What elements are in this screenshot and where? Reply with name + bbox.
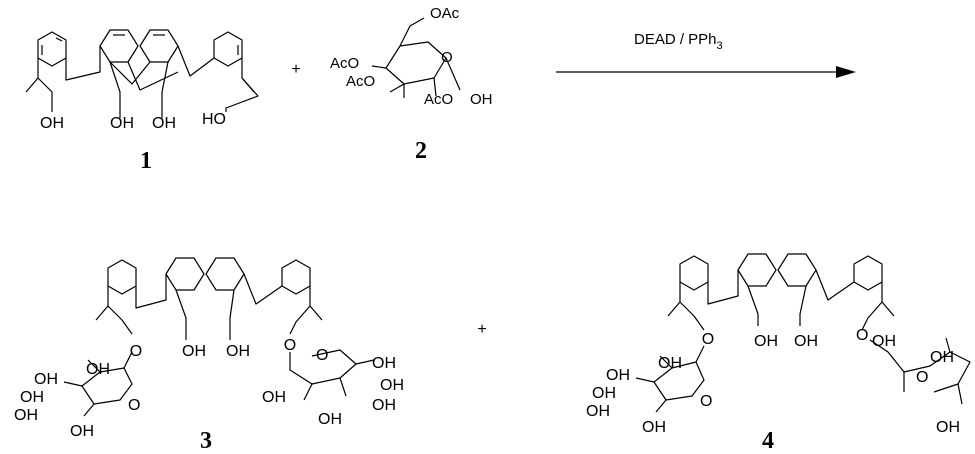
compound-1-hydroxyl-2: OH — [110, 115, 134, 132]
compound-4-label-4: O — [856, 327, 868, 344]
compound-4-number: 4 — [762, 428, 774, 454]
compound-3-label-7: OH — [20, 389, 44, 406]
compound-2-structure — [371, 17, 461, 98]
compound-2-number: 2 — [415, 138, 427, 164]
compound-1-hydroxyl-1: OH — [40, 115, 64, 132]
compound-3-label-13: OH — [372, 397, 396, 414]
compound-3-label-15: O — [316, 347, 328, 364]
plus-sign-top: + — [291, 61, 300, 78]
compound-4-label-8: OH — [586, 403, 610, 420]
compound-1-structure — [25, 29, 259, 118]
compound-4-label-7: OH — [592, 385, 616, 402]
compound-2-group-aco-2: AcO — [346, 73, 375, 90]
compound-4-label-14: OH — [936, 419, 960, 436]
arrowhead — [836, 66, 856, 78]
reagent-label: DEAD / PPh3 — [634, 31, 723, 52]
compound-3-label-11: OH — [372, 355, 396, 372]
compound-2-group-aco-1: AcO — [330, 55, 359, 72]
compound-4-label-11: OH — [872, 333, 896, 350]
compound-3-label-4: O — [284, 337, 296, 354]
compound-3-label-6: OH — [86, 361, 110, 378]
compound-4-structure — [635, 253, 971, 413]
compound-4-label-5: OH — [606, 367, 630, 384]
compound-4-label-1: O — [702, 331, 714, 348]
compound-3-label-9: O — [128, 397, 140, 414]
compound-1-hydroxyl-4: HO — [202, 111, 226, 128]
compound-1-number: 1 — [140, 148, 152, 174]
ring — [37, 31, 67, 67]
compound-3-number: 3 — [200, 428, 212, 454]
compound-4-label-9: O — [700, 393, 712, 410]
compound-4-label-12: O — [916, 369, 928, 386]
compound-1-hydroxyl-3: OH — [152, 115, 176, 132]
compound-4-label-10: OH — [642, 419, 666, 436]
compound-2-ring-oxygen: O — [441, 49, 453, 66]
compound-3-label-1: O — [130, 343, 142, 360]
compound-3-label-8: OH — [14, 407, 38, 424]
compound-3-label-12: OH — [380, 377, 404, 394]
compound-3-label-3: OH — [226, 343, 250, 360]
compound-3-label-10: OH — [70, 423, 94, 440]
compound-3-label-5: OH — [34, 371, 58, 388]
compound-3-label-16: OH — [318, 411, 342, 428]
compound-3-structure — [63, 257, 375, 417]
compound-3-label-2: OH — [182, 343, 206, 360]
compound-2-group-oac: OAc — [430, 5, 460, 22]
compound-4-label-13: OH — [930, 349, 954, 366]
plus-sign-bottom: + — [477, 321, 486, 338]
compound-4-label-2: OH — [754, 333, 778, 350]
compound-2-group-oh: OH — [470, 91, 493, 108]
ring — [213, 31, 243, 67]
compound-2-group-aco-3: AcO — [424, 91, 453, 108]
compound-4-label-3: OH — [794, 333, 818, 350]
compound-3-label-14: OH — [262, 389, 286, 406]
compound-4-label-6: OH — [658, 355, 682, 372]
